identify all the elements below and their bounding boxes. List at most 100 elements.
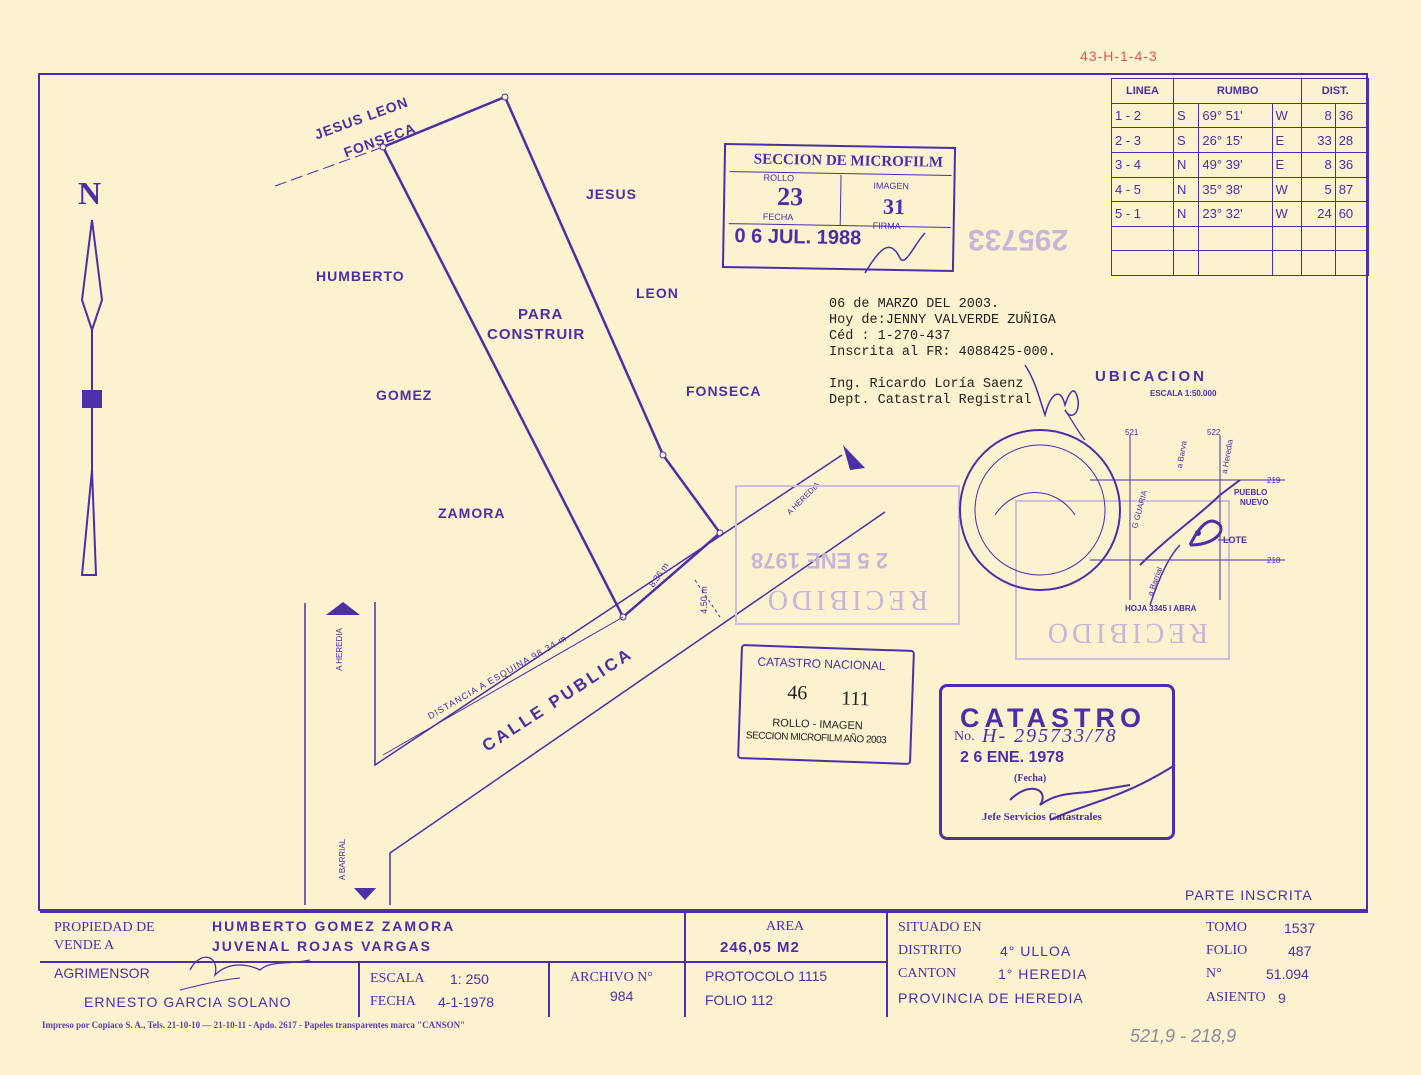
distrito-value: 4° ULLOA: [1000, 943, 1072, 959]
faded-number: 295733: [968, 223, 1069, 256]
lot-polygon: [381, 95, 722, 619]
area-value: 246,05 M2: [720, 939, 800, 956]
catastro-stamp: CATASTRO No. H- 295733/78 2 6 ENE. 1978 …: [939, 684, 1175, 840]
catastro-no-label: No.: [954, 729, 975, 744]
folio-value: 487: [1288, 943, 1312, 959]
ubicacion-title: UBICACION: [1095, 368, 1207, 385]
no-label: N°: [1206, 966, 1222, 981]
imagen-value: 31: [882, 193, 906, 220]
note-line: 06 de MARZO DEL 2003.: [829, 297, 1000, 312]
fecha-value: 0 6 JUL. 1988: [734, 225, 862, 250]
no-value: 51.094: [1266, 966, 1309, 982]
agrimensor-label: AGRIMENSOR: [54, 965, 150, 981]
vertex: [659, 451, 667, 459]
table-row: 1 - 2 S 69° 51' W 8 36: [1111, 102, 1370, 129]
cell: 8: [1301, 102, 1336, 129]
cell: 5: [1301, 176, 1336, 203]
escala-value: 1: 250: [450, 971, 489, 987]
asiento-label: ASIENTO: [1206, 990, 1266, 1005]
national-catastro-seal-icon: [959, 429, 1121, 591]
hoja-label: HOJA 3345 I ABRA: [1125, 604, 1197, 613]
cell: 1 - 2: [1111, 102, 1174, 129]
neighbor-left-3: ZAMORA: [438, 505, 506, 521]
recibido-stamp-1: 2 5 ENE 1978 RECIBIDO: [735, 485, 960, 625]
vende-label: VENDE A: [54, 938, 115, 953]
cell: E: [1271, 151, 1303, 178]
note-line: Céd : 1-270-437: [829, 329, 951, 344]
pueblo-label: PUEBLO: [1234, 488, 1268, 497]
canton-value: 1° HEREDIA: [998, 966, 1088, 982]
cell: 2 - 3: [1111, 127, 1174, 153]
th-linea: LINEA: [1111, 78, 1174, 104]
nuevo-label: NUEVO: [1240, 498, 1269, 507]
cn-number-1: 46: [787, 681, 808, 705]
cell: 35° 38': [1198, 176, 1273, 203]
note-line: Inscrita al FR: 4088425-000.: [829, 345, 1056, 360]
propiedad-label: PROPIEDAD DE: [54, 920, 155, 935]
agrimensor-signature-icon: [179, 956, 311, 991]
fecha-label: FECHA: [762, 211, 794, 223]
table-row: 2 - 3 S 26° 15' E 33 28: [1111, 127, 1370, 153]
grid-522: 522: [1207, 428, 1221, 437]
note-line: Ing. Ricardo Loría Saenz: [829, 377, 1024, 392]
neighbor-left-2: GOMEZ: [376, 387, 433, 403]
cell: 23° 32': [1198, 201, 1273, 227]
dir-heredia-2: A HEREDIA: [334, 628, 344, 671]
situado-label: SITUADO EN: [898, 920, 982, 935]
neighbor-left-1: HUMBERTO: [316, 268, 405, 284]
plan-frame: [38, 73, 1368, 911]
distrito-label: DISTRITO: [898, 943, 962, 958]
note-line: Dept. Catastral Registral: [829, 393, 1032, 408]
neighbor-right-2: LEON: [636, 285, 679, 301]
provincia-value: PROVINCIA DE HEREDIA: [898, 990, 1084, 1006]
width-label: 4.50 m: [698, 586, 709, 614]
grid-521: 521: [1125, 428, 1139, 437]
cell: 24: [1301, 201, 1336, 227]
dir-barrial: A BARRIAL: [338, 838, 348, 881]
cell: 69° 51': [1198, 102, 1273, 129]
recibido-date: 2 5 ENE 1978: [751, 548, 888, 573]
table-row: 5 - 1 N 23° 32' W 24 60: [1111, 201, 1370, 227]
north-arrow-icon: [80, 219, 104, 334]
tomo-label: TOMO: [1206, 920, 1247, 935]
asiento-value: 9: [1278, 990, 1286, 1006]
imagen-label: IMAGEN: [873, 180, 909, 192]
catastro-fecha-label: (Fecha): [1014, 773, 1047, 784]
street-edge: [389, 511, 886, 905]
catastro-signature-icon: [1009, 764, 1176, 821]
th-dist: DIST.: [1301, 78, 1369, 104]
cell: 36: [1334, 102, 1370, 129]
tomo-value: 1537: [1284, 920, 1316, 936]
catastro-date: 2 6 ENE. 1978: [960, 749, 1065, 766]
cn-number-2: 111: [840, 687, 871, 711]
location-map: [1090, 435, 1285, 605]
cn-line2: SECCION MICROFILM AÑO 2003: [745, 730, 887, 747]
cn-title: CATASTRO NACIONAL: [757, 654, 886, 674]
area-label: AREA: [766, 919, 805, 934]
lot-label-2: CONSTRUIR: [487, 326, 586, 343]
cell: N: [1172, 176, 1200, 203]
typed-note: 06 de MARZO DEL 2003. Hoy de:JENNY VALVE…: [829, 297, 1056, 409]
recibido-text: RECIBIDO: [1043, 617, 1208, 648]
table-row: 4 - 5 N 35° 38' W 5 87: [1111, 176, 1370, 203]
cell: E: [1271, 127, 1303, 153]
arrow-up-icon: [326, 602, 360, 615]
fecha-label: FECHA: [370, 994, 416, 1009]
th-rumbo: RUMBO: [1172, 78, 1303, 104]
propiedad-value: HUMBERTO GOMEZ ZAMORA: [212, 918, 456, 934]
note-line: Hoy de:JENNY VALVERDE ZUÑIGA: [829, 313, 1056, 328]
catastro-nacional-stamp: CATASTRO NACIONAL 46 111 ROLLO - IMAGEN …: [737, 643, 915, 766]
cell: 33: [1301, 127, 1336, 153]
catastro-title: CATASTRO: [960, 703, 1146, 733]
ubicacion-scale: ESCALA 1:50.000: [1150, 389, 1217, 398]
cell: W: [1271, 102, 1303, 129]
cell: S: [1172, 102, 1200, 129]
lote-label: LOTE: [1223, 535, 1247, 545]
parte-inscrita: PARTE INSCRITA: [1185, 887, 1313, 903]
width-line: [694, 579, 721, 618]
table-row: 3 - 4 N 49° 39' E 8 36: [1111, 151, 1370, 178]
cell: 4 - 5: [1111, 176, 1174, 203]
folio-protocolo: FOLIO 112: [705, 992, 774, 1008]
cell: W: [1271, 201, 1303, 227]
